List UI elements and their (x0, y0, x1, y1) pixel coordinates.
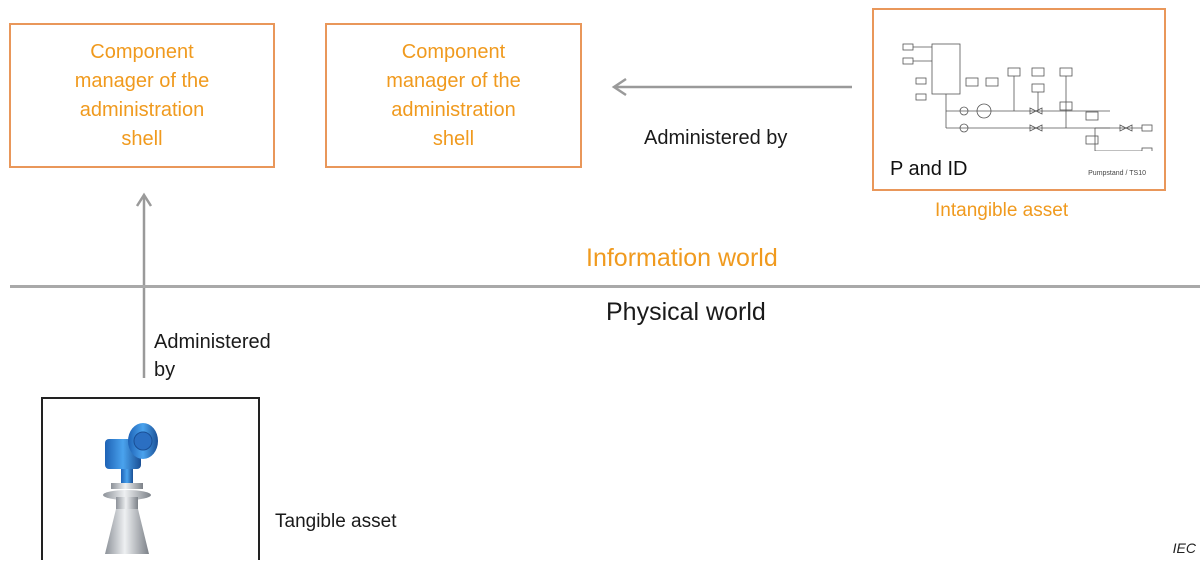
pid-diagram-box: P and ID Pumpstand / TS10 (872, 8, 1166, 191)
component-manager-label-2: Component manager of the administration … (386, 40, 521, 150)
radar-level-sensor-image (103, 423, 158, 554)
administered-by-label-left: Administered by (154, 331, 271, 381)
world-divider-line (10, 285, 1200, 288)
component-manager-box-2: Component manager of the administration … (325, 23, 582, 168)
pid-label: P and ID (890, 158, 968, 180)
component-manager-label-1: Component manager of the administration … (74, 40, 210, 150)
tangible-asset-label: Tangible asset (275, 511, 397, 532)
arrow-head-left (611, 77, 627, 97)
pid-schematic-image (902, 43, 1153, 151)
iec-mark: IEC (1172, 540, 1196, 556)
component-manager-box-1: Component manager of the administration … (9, 23, 275, 168)
physical-world-label: Physical world (606, 298, 766, 326)
intangible-asset-caption: Intangible asset (935, 200, 1069, 221)
tangible-asset-box (41, 397, 260, 560)
information-world-label: Information world (586, 244, 778, 272)
arrow-head-up (135, 192, 153, 207)
administered-by-label-top: Administered by (644, 127, 788, 149)
pid-small-caption: Pumpstand / TS10 (1088, 170, 1146, 177)
